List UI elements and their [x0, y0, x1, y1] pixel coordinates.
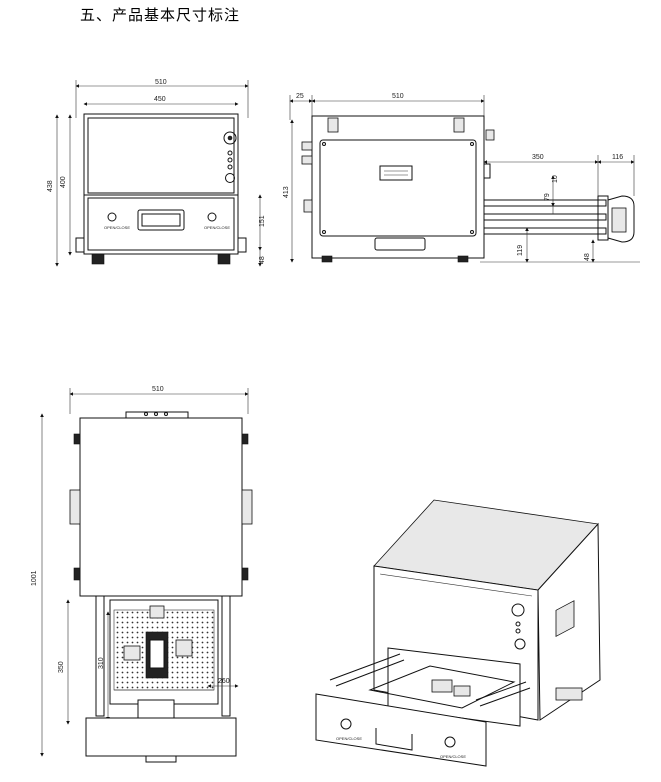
- front-height-body: 400: [60, 176, 67, 188]
- top-drawer-inner: 310: [98, 657, 105, 669]
- front-view: 510 450 438 400 151 48 OPEN/CLOSE OPEN/C…: [47, 79, 266, 267]
- side-rail-height-a: 79: [544, 193, 551, 201]
- top-length-total: 1001: [31, 570, 38, 586]
- front-width-outer: 510: [155, 79, 167, 86]
- perspective-view: OPEN/CLOSE OPEN/CLOSE: [315, 499, 601, 767]
- top-drawer-length: 350: [58, 661, 65, 673]
- persp-open-close-left: OPEN/CLOSE: [336, 736, 362, 741]
- persp-open-close-right: OPEN/CLOSE: [440, 754, 466, 759]
- side-offset: 25: [296, 93, 304, 100]
- page-heading: 五、产品基本尺寸标注: [80, 6, 241, 24]
- side-drawer-extension: 350: [532, 154, 544, 161]
- top-drawer-width: 260: [218, 678, 230, 685]
- side-foot-height: 48: [584, 253, 591, 261]
- front-height-total: 438: [47, 180, 54, 192]
- front-open-close-left: OPEN/CLOSE: [104, 225, 130, 230]
- front-open-close-right: OPEN/CLOSE: [204, 225, 230, 230]
- top-width: 510: [152, 386, 164, 393]
- front-drawer-height: 151: [259, 215, 266, 227]
- side-height: 413: [283, 186, 290, 198]
- side-handle-depth: 116: [612, 154, 623, 161]
- side-view: 25 510 413: [283, 93, 640, 263]
- side-rail-offset: 119: [517, 245, 524, 256]
- front-foot-height: 48: [259, 256, 266, 264]
- side-rail-height-b: 10: [552, 175, 559, 183]
- top-view: 510 1001 350 310 260: [31, 386, 253, 763]
- front-width-inner: 450: [154, 96, 166, 103]
- side-depth: 510: [392, 93, 404, 100]
